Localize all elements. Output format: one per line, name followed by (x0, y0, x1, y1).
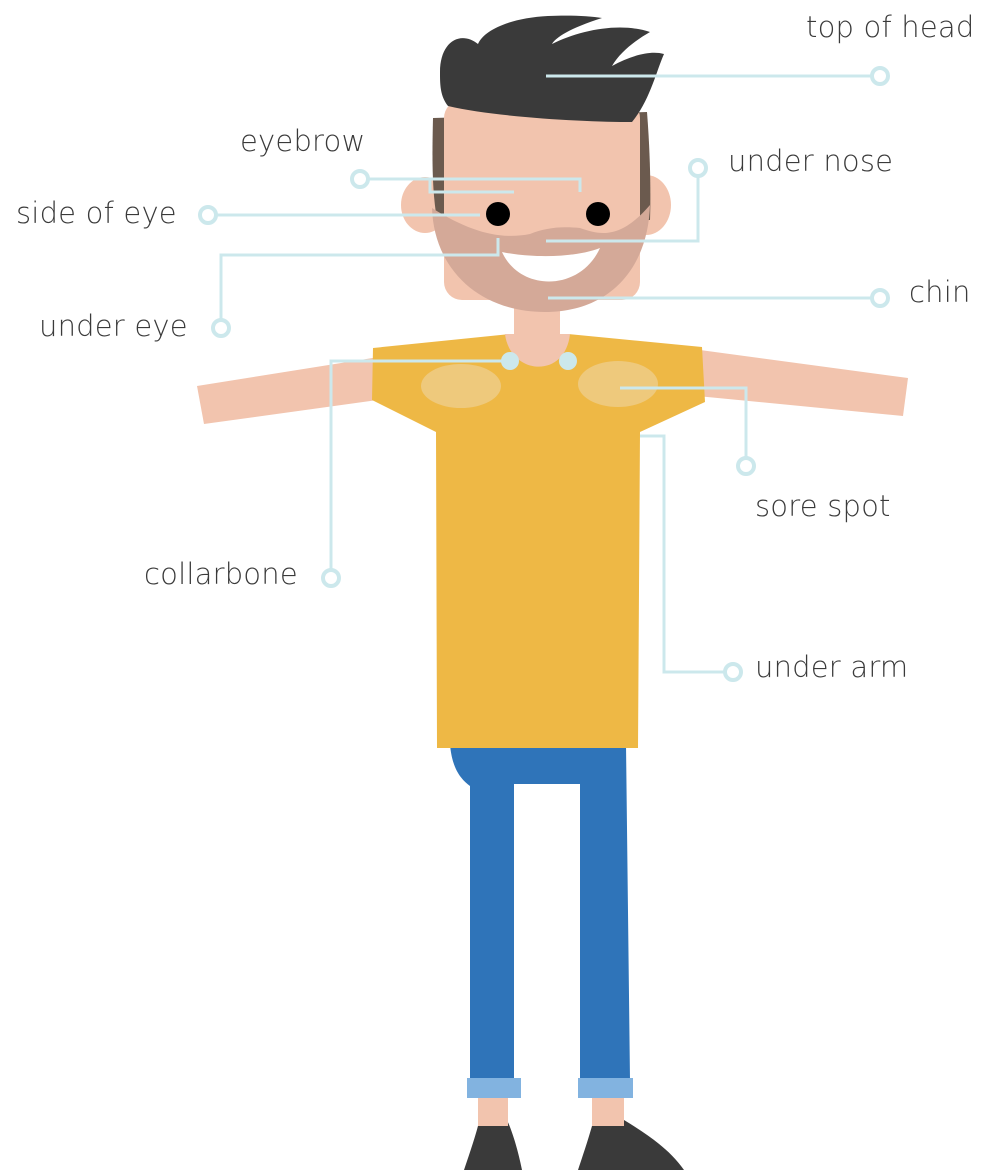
left-cuff (467, 1078, 521, 1098)
right-eye (586, 202, 610, 226)
eyebrow-marker (352, 171, 368, 187)
right-arm (697, 350, 908, 416)
collarbone-dot-left (501, 352, 519, 370)
jeans (450, 744, 633, 1098)
left-sore-patch (421, 364, 501, 408)
left-eye (486, 202, 510, 226)
under-eye-marker (213, 320, 229, 336)
sore-spot-marker (738, 458, 754, 474)
left-arm (197, 356, 392, 424)
collarbone-dot-right (559, 352, 577, 370)
right-ankle (592, 1096, 624, 1126)
label-side-of-eye: side of eye (16, 199, 177, 228)
collarbone-marker (323, 570, 339, 586)
label-under-eye: under eye (39, 312, 188, 341)
character (197, 16, 908, 1170)
under-arm-line (640, 436, 725, 672)
label-sore-spot: sore spot (755, 492, 891, 521)
chin-marker (872, 290, 888, 306)
side-of-eye-marker (200, 207, 216, 223)
left-ankle (478, 1096, 508, 1126)
hair-top (440, 16, 664, 122)
t-shirt (372, 334, 705, 748)
under-arm-marker (725, 664, 741, 680)
label-under-nose: under nose (728, 147, 893, 176)
label-under-arm: under arm (755, 653, 908, 682)
label-eyebrow: eyebrow (240, 127, 365, 156)
under-nose-marker (690, 160, 706, 176)
label-top-of-head: top of head (806, 13, 975, 42)
label-collarbone: collarbone (144, 560, 298, 589)
top-of-head-marker (872, 68, 888, 84)
right-shoe (578, 1120, 684, 1170)
right-cuff (578, 1078, 633, 1098)
head (401, 16, 671, 312)
right-sore-patch (578, 361, 658, 407)
label-chin: chin (909, 278, 971, 307)
